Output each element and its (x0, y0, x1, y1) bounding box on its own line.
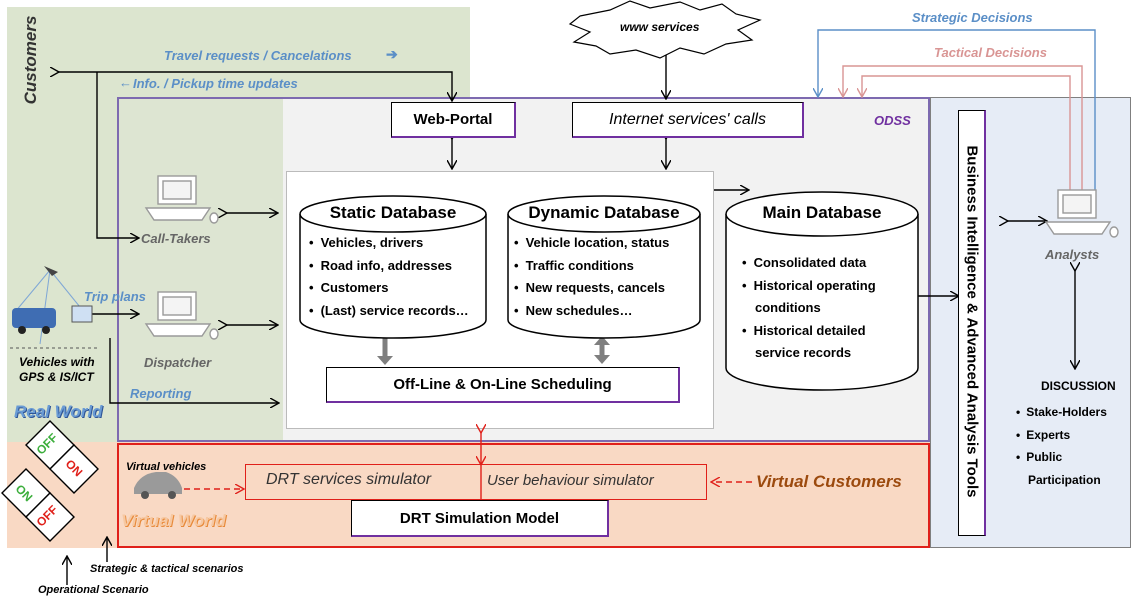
analysts-label: Analysts (1045, 247, 1100, 262)
dynamic-db-item: Traffic conditions (514, 255, 669, 278)
web-portal-label: Web-Portal (413, 111, 493, 128)
discussion-title: DISCUSSION (1041, 379, 1116, 393)
www-cloud-icon (568, 0, 762, 59)
discussion-item: •Public Participation (1016, 450, 1101, 487)
virtual-vehicle-car-icon (134, 472, 182, 499)
main-db-item: •Consolidated data (742, 255, 867, 270)
customers-title: Customers (21, 15, 40, 105)
drt-services-sim-label: DRT services simulator (266, 471, 432, 488)
odss-label: ODSS (874, 113, 911, 128)
tactical-decisions-label: Tactical Decisions (934, 45, 1047, 60)
on-off-switches (1, 420, 99, 542)
discussion-item: •Stake-Holders (1016, 405, 1107, 419)
calltaker-computer-icon (144, 175, 219, 224)
main-db-list: •Consolidated data •Historical operating… (742, 252, 912, 365)
virtual-world-label: Virtual World (121, 511, 226, 530)
analyst-computer-icon (1044, 189, 1119, 238)
strategic-tactical-scenarios-label: Strategic & tactical scenarios (90, 563, 244, 575)
strategic-decisions-label: Strategic Decisions (912, 10, 1033, 25)
main-db-item: •Historical detailed service records (742, 322, 866, 361)
calltakers-connector (96, 72, 138, 238)
drt-sim-model-label: DRT Simulation Model (399, 509, 560, 527)
operational-scenario-label: Operational Scenario (38, 584, 149, 596)
dynamic-db-title: Dynamic Database (528, 203, 680, 222)
bi-tools-box (958, 110, 986, 536)
virtual-vehicles-label: Virtual vehicles (126, 461, 207, 473)
dynamic-db-list: Vehicle location, status Traffic conditi… (514, 232, 670, 323)
main-db-item: •Historical operating conditions (742, 277, 876, 316)
scheduling-label: Off-Line & On-Line Scheduling (393, 376, 612, 393)
simulators-box (245, 464, 707, 500)
web-portal-box: Web-Portal (391, 102, 516, 138)
call-takers-label: Call-Takers (141, 231, 211, 246)
internet-services-label: Internet services' calls (609, 110, 766, 128)
odss-green-overlap (119, 99, 283, 440)
dispatcher-label: Dispatcher (144, 355, 212, 370)
trip-plans-label: Trip plans (84, 289, 146, 304)
simulation-box (117, 443, 930, 548)
dynamic-db-arrowhead-down (594, 355, 610, 364)
dynamic-db-arrowhead-up (594, 336, 610, 345)
real-world-label: Real World (14, 402, 103, 421)
discussion-list: •Stake-Holders •Experts •Public Particip… (1016, 401, 1128, 491)
vehicle-network-icon (10, 266, 100, 349)
reporting-connector (109, 338, 278, 403)
scheduling-box: Off-Line & On-Line Scheduling (326, 367, 680, 403)
user-behaviour-sim-label: User behaviour simulator (487, 472, 654, 489)
internet-services-box: Internet services' calls (572, 102, 804, 138)
info-updates-label: Info. / Pickup time updates (133, 76, 298, 91)
static-db-item: Vehicles, drivers (309, 232, 469, 255)
main-db-title: Main Database (762, 203, 882, 222)
info-updates-arrow-icon: ← (119, 75, 132, 90)
dynamic-db-item: Vehicle location, status (514, 232, 670, 255)
dynamic-db-item: New requests, cancels (514, 277, 669, 300)
discussion-item: •Experts (1016, 427, 1071, 442)
drt-sim-model-box: DRT Simulation Model (351, 500, 609, 537)
travel-requests-label: Travel requests / Cancelations (164, 48, 352, 63)
travel-requests-arrow-icon: ➔ (386, 46, 398, 62)
static-db-title: Static Database (329, 203, 457, 222)
static-db-item: (Last) service records… (309, 300, 469, 323)
customer-webportal-connector (58, 72, 452, 100)
virtual-customers-label: Virtual Customers (756, 472, 902, 491)
static-db-item: Customers (309, 277, 469, 300)
dispatcher-computer-icon (144, 291, 219, 340)
static-db-list: Vehicles, drivers Road info, addresses C… (309, 232, 469, 322)
bi-tools-label: Business Intelligence & Advanced Analysi… (963, 145, 981, 498)
dynamic-db-item: New schedules… (514, 300, 669, 323)
tactical-decisions-connector-1 (843, 65, 1083, 196)
static-db-arrowhead (377, 356, 393, 365)
tactical-decisions-connector-2 (862, 75, 1071, 196)
reporting-label: Reporting (130, 386, 192, 401)
vehicles-label-line2: GPS & IS/ICT (19, 370, 94, 384)
www-services-label: www services (620, 20, 700, 34)
vehicles-label-line1: Vehicles with (19, 355, 95, 369)
static-db-item: Road info, addresses (309, 255, 469, 278)
strategic-decisions-connector (818, 29, 1096, 196)
main-db-cylinder (725, 191, 919, 391)
